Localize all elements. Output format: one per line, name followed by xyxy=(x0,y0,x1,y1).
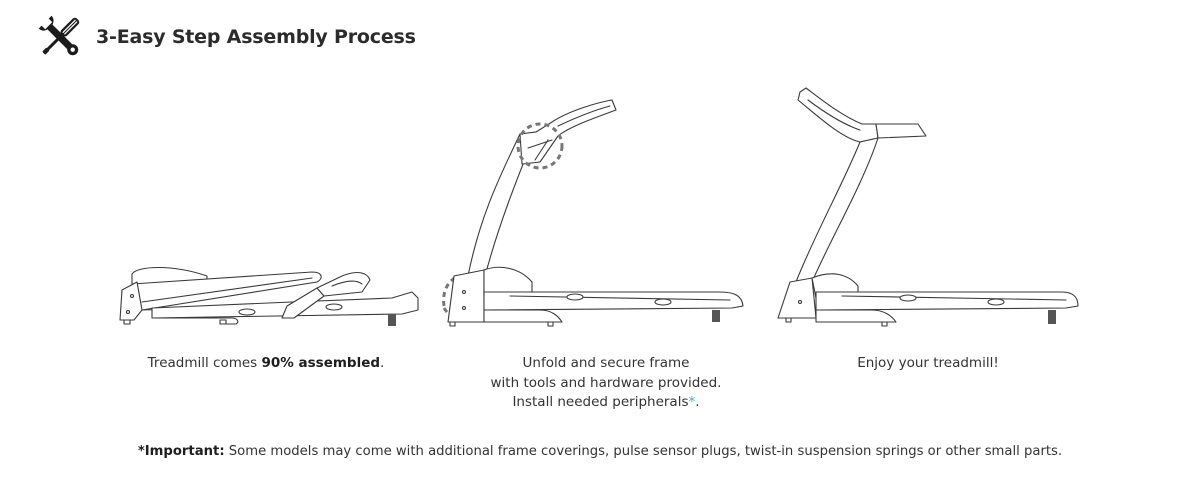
footnote-label: *Important: xyxy=(137,444,225,459)
step-3-caption-text: Enjoy your treadmill! xyxy=(857,355,999,371)
section-header: 3-Easy Step Assembly Process xyxy=(36,14,416,60)
asterisk-marker: * xyxy=(688,394,696,410)
step-1-caption-end: . xyxy=(380,355,385,371)
step-1-caption-bold: 90% assembled xyxy=(261,355,381,371)
treadmill-folded-illustration xyxy=(112,262,422,332)
treadmill-assembled-illustration xyxy=(772,86,1084,328)
step-2-caption: Unfold and secure frame with tools and h… xyxy=(446,354,766,413)
treadmill-unfolding-illustration xyxy=(440,96,750,328)
step-2-line-3-end: . xyxy=(695,394,700,410)
step-1-caption-text: Treadmill comes xyxy=(147,355,262,371)
step-1-caption: Treadmill comes 90% assembled. xyxy=(106,354,426,374)
step-2-line-3: Install needed peripherals*. xyxy=(446,393,766,413)
important-footnote: *Important: Some models may come with ad… xyxy=(0,444,1200,459)
step-2-line-1: Unfold and secure frame xyxy=(522,355,690,371)
tools-icon xyxy=(38,15,80,56)
footnote-text: Some models may come with additional fra… xyxy=(224,444,1063,459)
step-2-line-2: with tools and hardware provided. xyxy=(490,374,722,391)
step-2-line-3-text: Install needed peripherals xyxy=(512,394,689,410)
step-3-caption: Enjoy your treadmill! xyxy=(768,354,1088,374)
page-title: 3-Easy Step Assembly Process xyxy=(96,26,416,48)
